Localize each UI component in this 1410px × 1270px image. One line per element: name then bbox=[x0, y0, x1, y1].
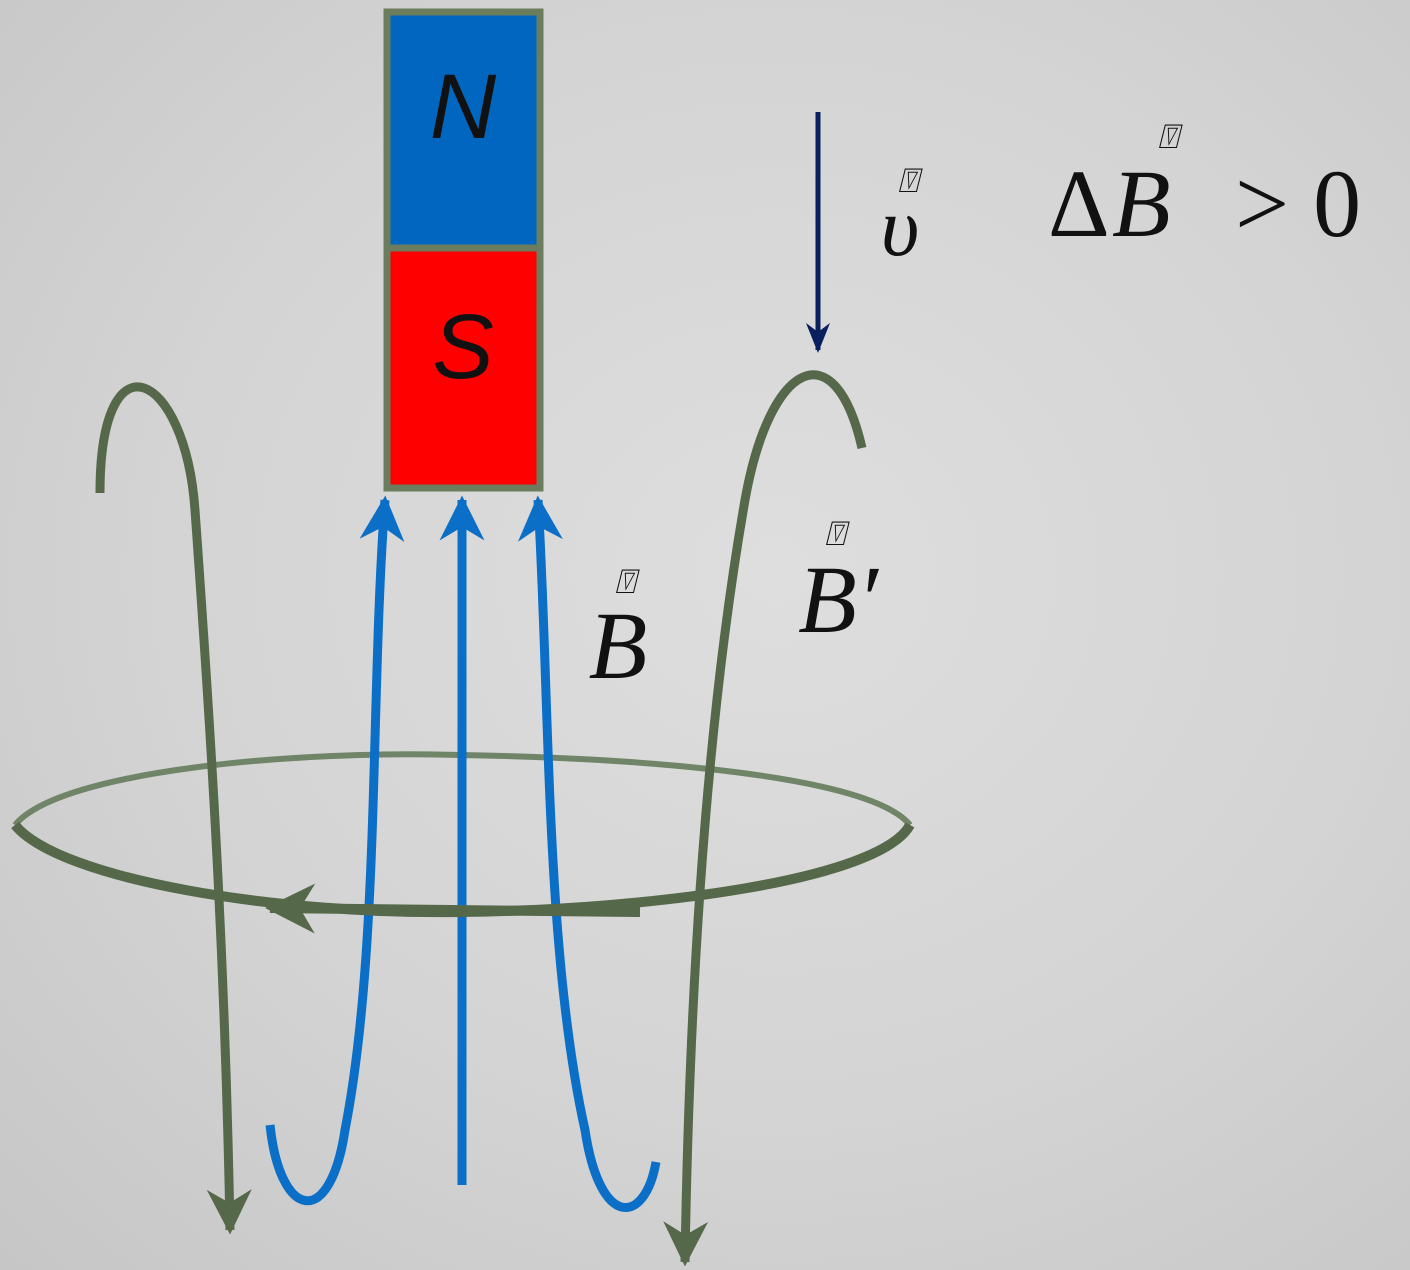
south-label: S bbox=[432, 296, 493, 398]
current-direction-arrow bbox=[265, 883, 641, 934]
induced-field-label: ⍔ B′ bbox=[798, 516, 880, 653]
velocity-label: ⍔ υ bbox=[881, 163, 924, 274]
induced-field-line-left bbox=[95, 382, 252, 1235]
delta-b-expression: ⍔ Δ B > 0 bbox=[1048, 119, 1361, 257]
delta-b-symbol: B bbox=[1112, 150, 1171, 257]
delta-symbol: Δ bbox=[1048, 150, 1110, 257]
induced-field-line-right bbox=[663, 370, 867, 1267]
delta-b-relation: > 0 bbox=[1235, 150, 1361, 257]
field-label: ⍔ B bbox=[589, 564, 648, 699]
field-line-left bbox=[265, 495, 405, 1206]
field-symbol: B bbox=[589, 592, 648, 699]
field-line-right bbox=[517, 495, 661, 1212]
velocity-symbol: υ bbox=[881, 181, 920, 274]
bar-magnet: N S bbox=[383, 8, 544, 492]
magnet-south-pole bbox=[383, 244, 544, 492]
induced-field-symbol: B′ bbox=[798, 546, 880, 653]
north-label: N bbox=[430, 56, 497, 158]
